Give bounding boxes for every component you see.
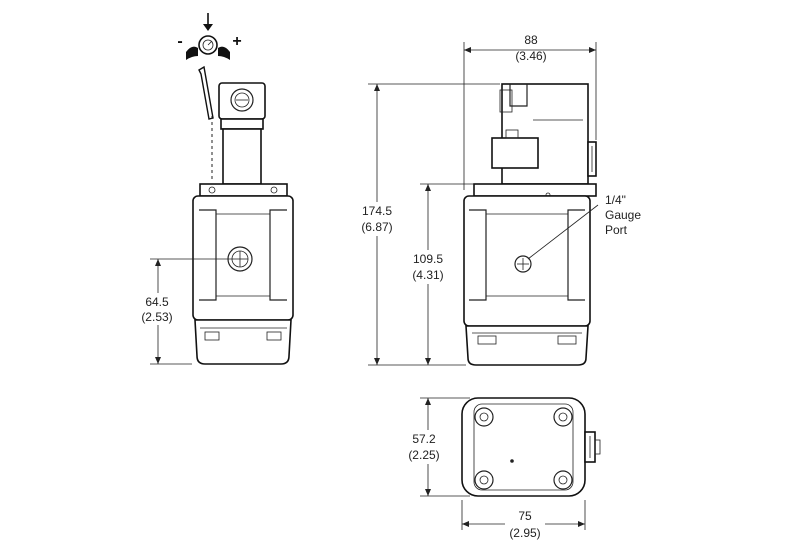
dimension-width-base: 75 (2.95) [461,500,586,542]
depth-base-mm: 57.2 [412,432,436,446]
height-total-in: (6.87) [361,220,392,234]
minus-label: - [177,33,182,50]
dimension-height-port: 109.5 (4.31) [402,183,474,365]
dimension-height-left: 64.5 (2.53) [128,258,232,365]
front-view-left [192,82,294,365]
adjustment-icon: - + [177,13,242,60]
gauge-port-line1: 1/4" [605,193,626,207]
width-base-mm: 75 [518,509,532,523]
height-port-in: (4.31) [412,268,443,282]
depth-base-in: (2.25) [408,448,439,462]
height-total-mm: 174.5 [362,204,392,218]
plus-label: + [232,33,241,50]
gauge-port-line3: Port [605,223,628,237]
height-port-mm: 109.5 [413,252,443,266]
front-view-right [463,83,597,366]
width-top-mm: 88 [524,33,538,47]
width-base-in: (2.95) [509,526,540,540]
dimension-width-top: 88 (3.46) [463,33,597,190]
height-left-mm: 64.5 [145,295,169,309]
dimension-depth-base: 57.2 (2.25) [402,397,470,497]
height-left-in: (2.53) [141,310,172,324]
gauge-port-callout: 1/4" Gauge Port [527,193,641,260]
width-top-in: (3.46) [515,49,546,63]
hex-key-icon [198,65,214,120]
gauge-port-line2: Gauge [605,208,641,222]
bottom-view [461,397,601,497]
dimension-height-total: 174.5 (6.87) [352,83,500,366]
